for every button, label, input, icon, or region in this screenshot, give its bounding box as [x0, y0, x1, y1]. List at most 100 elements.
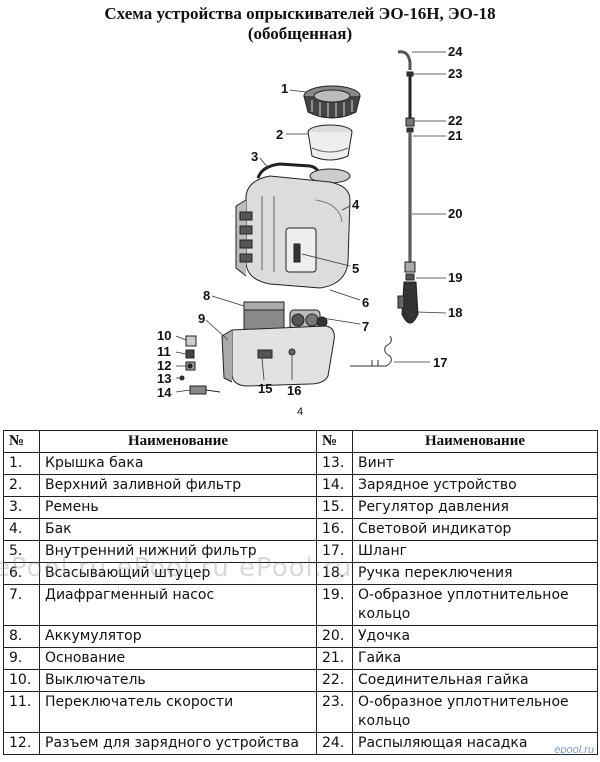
page-title: Схема устройства опрыскивателей ЭО-16Н, … — [104, 4, 496, 23]
cell-name: Разъем для зарядного устройства — [39, 732, 317, 755]
cell-number: 23. — [316, 691, 353, 733]
cell-number: 9. — [3, 647, 40, 670]
part-base — [221, 325, 335, 387]
callout-20: 20 — [448, 206, 463, 221]
callout-10: 10 — [157, 328, 172, 343]
part-charge-port — [185, 361, 196, 371]
callout-11: 11 — [157, 344, 171, 359]
cell-name: Верхний заливной фильтр — [39, 474, 317, 497]
cell-number: 20. — [316, 625, 353, 648]
cell-number: 21. — [316, 647, 353, 670]
callout-21: 21 — [448, 128, 463, 143]
part-hose — [350, 335, 392, 367]
cell-name: Основание — [39, 647, 317, 670]
cell-name: Ручка переключения — [352, 562, 598, 585]
part-lance — [397, 50, 419, 324]
cell-number: 3. — [3, 496, 40, 519]
cell-number: 2. — [3, 474, 40, 497]
table-header-row: № Наименование № Наименование — [3, 430, 598, 453]
part-tank — [235, 168, 351, 289]
callout-13: 13 — [157, 371, 172, 386]
cell-name: Выключатель — [39, 669, 317, 692]
cell-number: 13. — [316, 452, 353, 475]
part-screw — [179, 375, 185, 381]
cell-number: 15. — [316, 496, 353, 519]
cell-name: О-образное уплотнительное кольцо — [352, 584, 598, 626]
column-header-name: Наименование — [39, 430, 317, 453]
part-charger — [189, 385, 221, 395]
cell-name: Диафрагменный насос — [39, 584, 317, 626]
cell-number: 12. — [3, 732, 40, 755]
part-speed-switch — [185, 349, 195, 359]
sprayer-exploded-diagram — [175, 50, 447, 395]
callout-17: 17 — [433, 355, 448, 370]
cell-name: Всасывающий штуцер — [39, 562, 317, 585]
cell-number: 7. — [3, 584, 40, 626]
cell-number: 4. — [3, 518, 40, 541]
cell-name: Регулятор давления — [352, 496, 598, 519]
cell-name: Световой индикатор — [352, 518, 598, 541]
part-upper-filter — [307, 124, 353, 161]
cell-name: Аккумулятор — [39, 625, 317, 648]
callout-19: 19 — [448, 270, 463, 285]
figure-number: 4 — [296, 406, 304, 418]
callout-8: 8 — [203, 288, 211, 303]
callout-18: 18 — [448, 305, 463, 320]
callout-23: 23 — [448, 66, 463, 81]
cell-name: Бак — [39, 518, 317, 541]
cell-name: Зарядное устройство — [352, 474, 598, 497]
callout-16: 16 — [287, 383, 302, 398]
callout-5: 5 — [352, 261, 360, 276]
cell-name: Внутренний нижний фильтр — [39, 540, 317, 563]
callout-12: 12 — [157, 358, 172, 373]
part-switch — [185, 335, 197, 347]
cell-number: 17. — [316, 540, 353, 563]
column-header-name: Наименование — [352, 430, 598, 453]
cell-name: Удочка — [352, 625, 598, 648]
part-tank-lid — [303, 85, 361, 119]
cell-name: Распыляющая насадка — [352, 732, 598, 755]
cell-number: 18. — [316, 562, 353, 585]
callout-6: 6 — [362, 295, 370, 310]
callout-7: 7 — [362, 319, 370, 334]
cell-number: 24. — [316, 732, 353, 755]
parts-table: № Наименование № Наименование 1.Крышка б… — [3, 430, 598, 755]
page-subtitle: (обобщенная) — [247, 24, 353, 43]
callout-9: 9 — [198, 311, 206, 326]
column-header-number: № — [3, 430, 40, 453]
part-battery — [243, 301, 285, 333]
cell-name: Ремень — [39, 496, 317, 519]
cell-number: 19. — [316, 584, 353, 626]
cell-number: 6. — [3, 562, 40, 585]
cell-number: 5. — [3, 540, 40, 563]
cell-number: 8. — [3, 625, 40, 648]
cell-number: 11. — [3, 691, 40, 733]
callout-14: 14 — [157, 385, 172, 400]
cell-number: 22. — [316, 669, 353, 692]
cell-name: Крышка бака — [39, 452, 317, 475]
cell-name: Гайка — [352, 647, 598, 670]
site-logo: epool.ru — [554, 744, 594, 756]
cell-name: О-образное уплотнительное кольцо — [352, 691, 598, 733]
callout-15: 15 — [258, 381, 273, 396]
cell-number: 1. — [3, 452, 40, 475]
cell-number: 14. — [316, 474, 353, 497]
cell-number: 16. — [316, 518, 353, 541]
callout-4: 4 — [352, 197, 360, 212]
cell-name: Соединительная гайка — [352, 669, 598, 692]
cell-name: Винт — [352, 452, 598, 475]
cell-name: Шланг — [352, 540, 598, 563]
callout-22: 22 — [448, 113, 463, 128]
cell-name: Переключатель скорости — [39, 691, 317, 733]
